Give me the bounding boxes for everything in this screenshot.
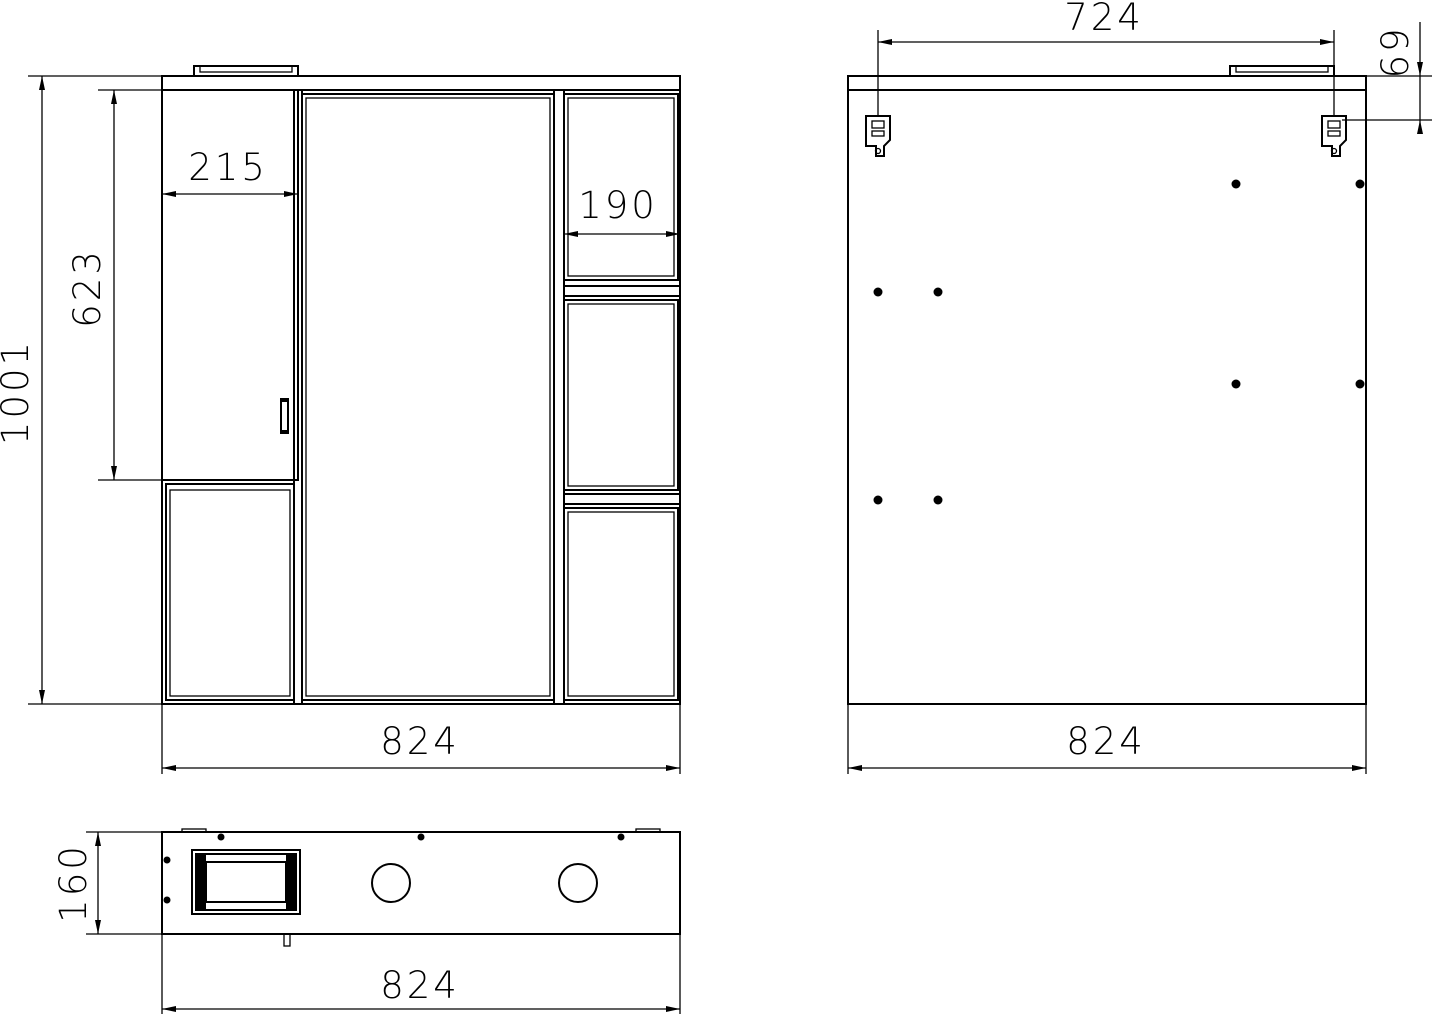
dim-mount-spacing: 724 bbox=[1064, 0, 1144, 39]
dim-front-height: 1001 bbox=[0, 339, 37, 445]
lamp-frame bbox=[191, 849, 301, 915]
dim-left-cabinet-width: 215 bbox=[188, 146, 268, 189]
dim-mirror-cabinet-height: 623 bbox=[66, 248, 109, 328]
top-view bbox=[161, 828, 681, 947]
top-dimensions: 160 824 bbox=[52, 831, 681, 1014]
front-view bbox=[161, 65, 681, 705]
dim-depth: 160 bbox=[52, 843, 95, 923]
dim-top-width: 824 bbox=[380, 964, 460, 1007]
left-hanger-bracket bbox=[865, 115, 891, 157]
dim-mount-offset: 69 bbox=[1374, 25, 1417, 78]
dim-front-width: 824 bbox=[380, 720, 460, 763]
front-dimensions: 1001 623 215 190 824 bbox=[0, 75, 681, 774]
dim-right-shelf-width: 190 bbox=[578, 184, 658, 227]
right-hanger-bracket bbox=[1321, 115, 1347, 157]
back-dimensions: 724 69 824 bbox=[847, 0, 1432, 774]
back-view bbox=[847, 65, 1367, 705]
dim-back-width: 824 bbox=[1066, 720, 1146, 763]
